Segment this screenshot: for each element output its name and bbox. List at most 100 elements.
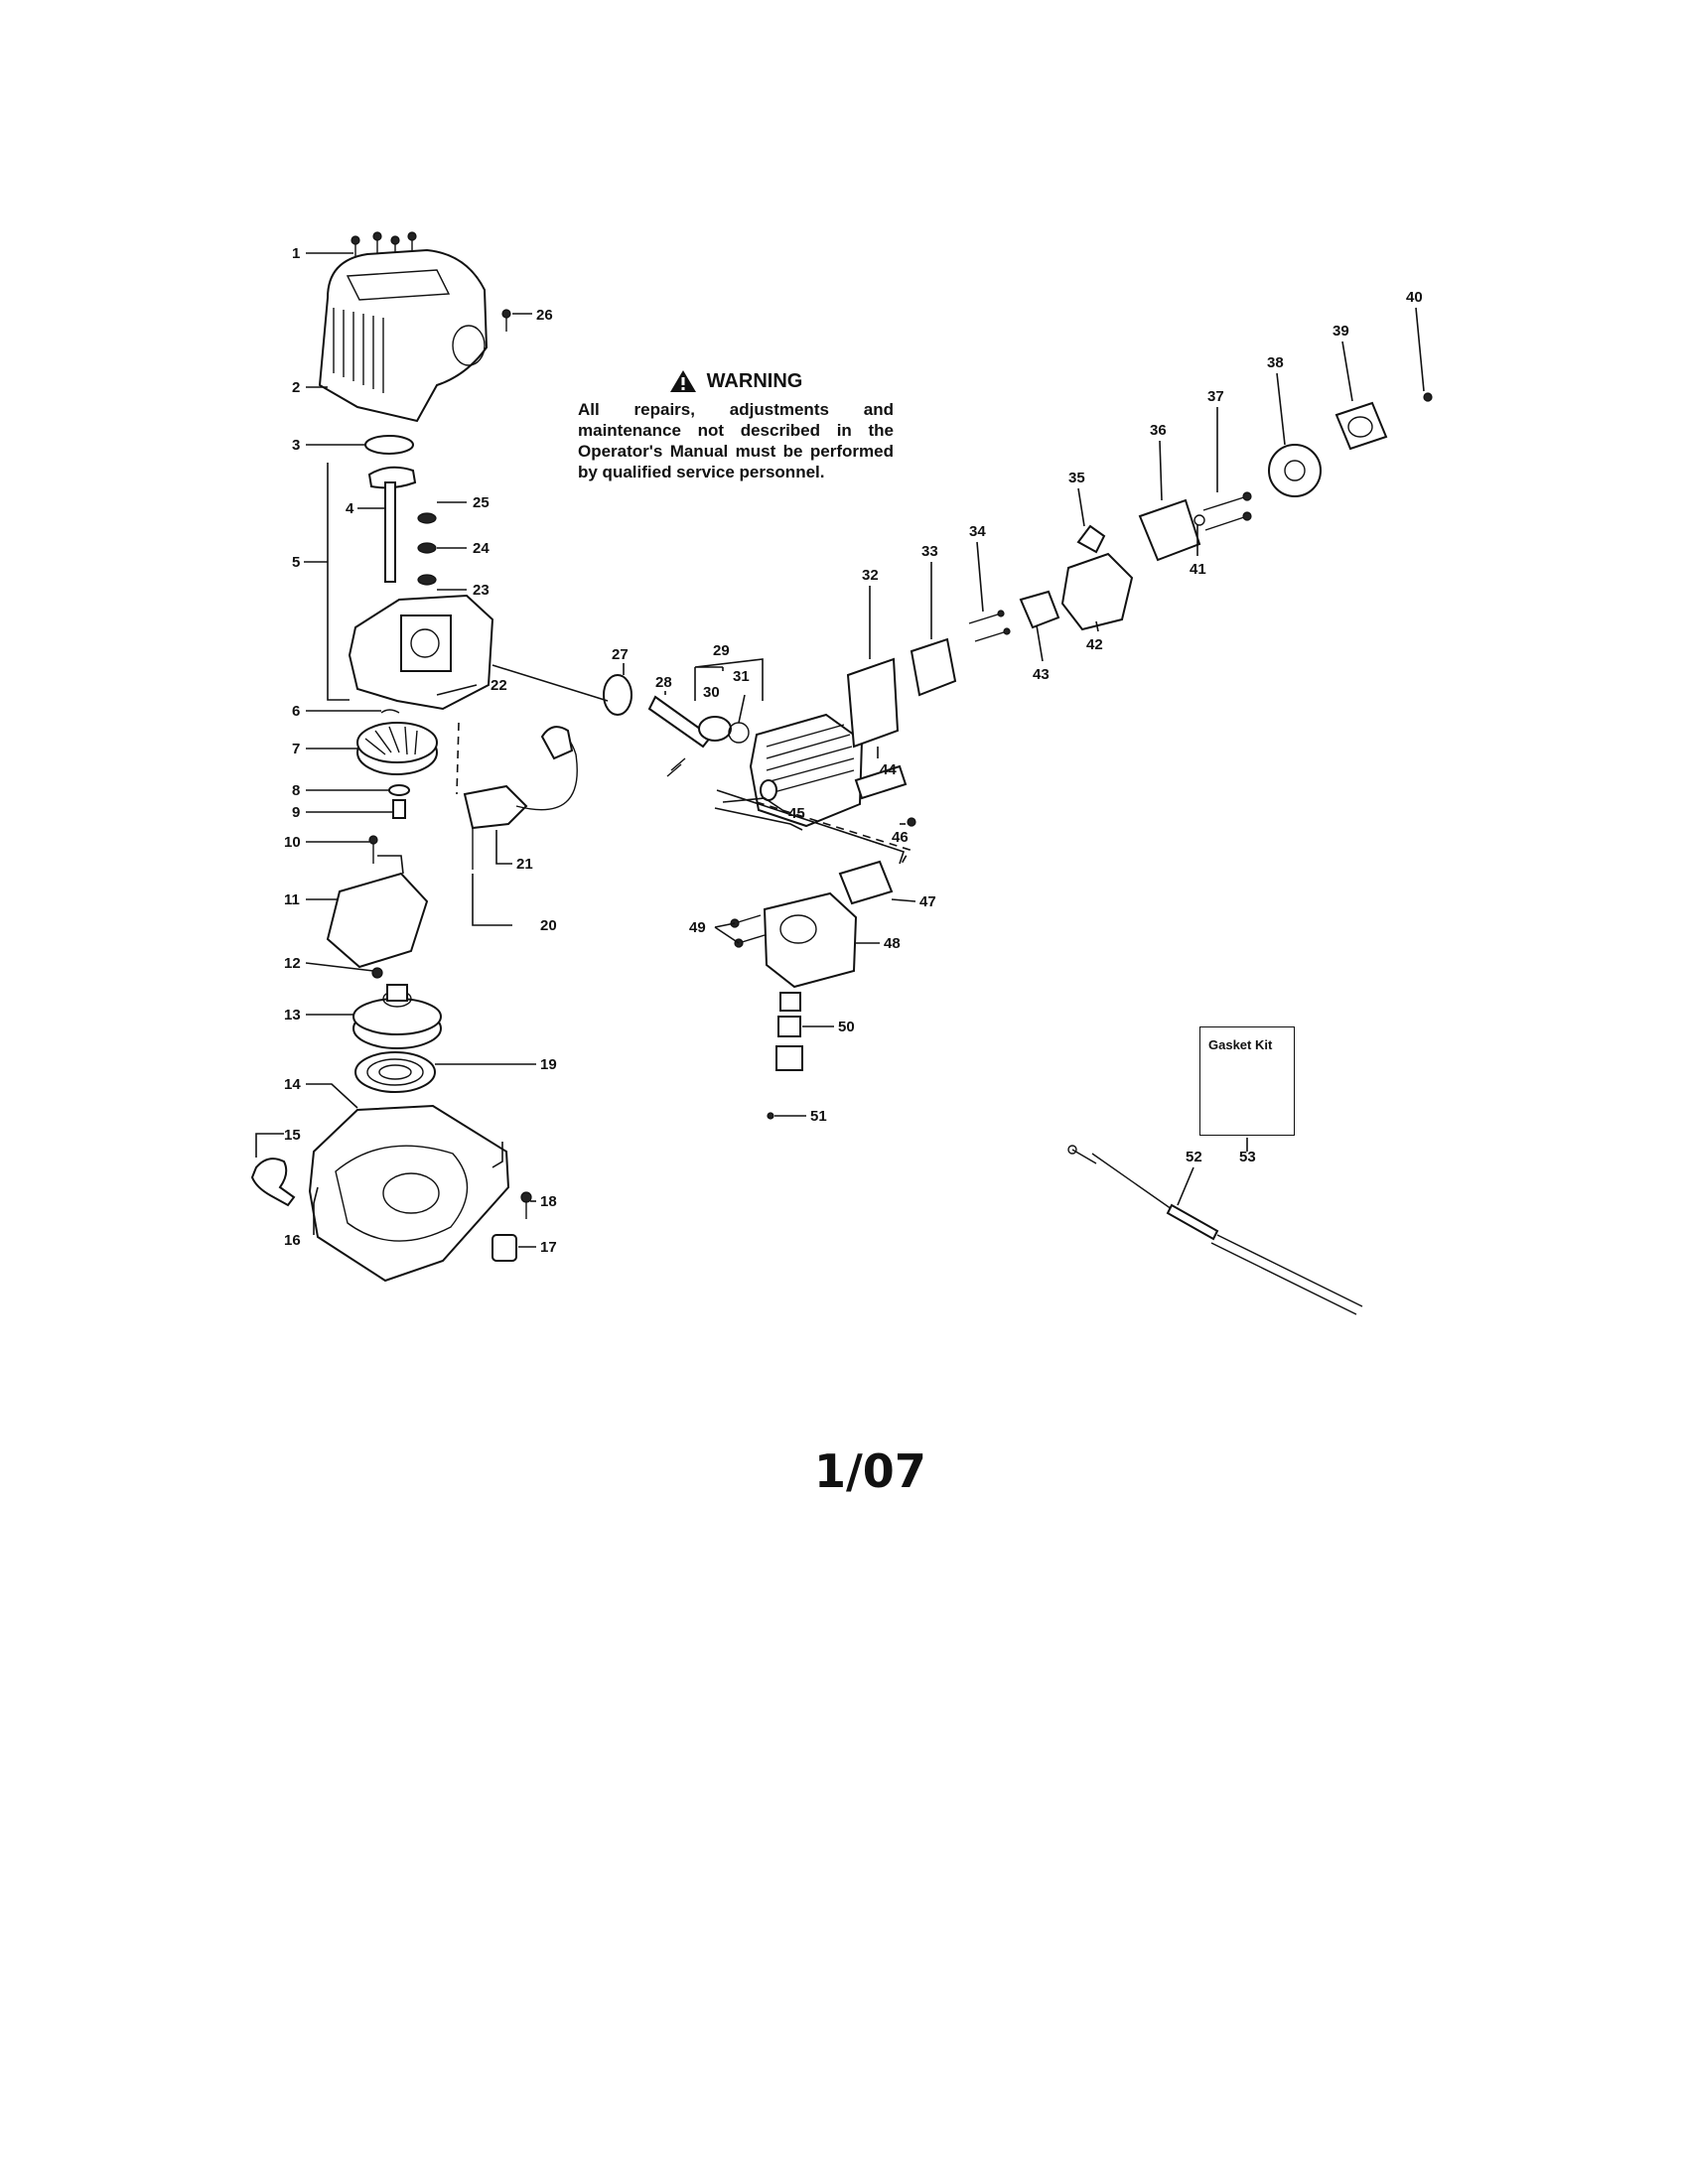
part-cylinder bbox=[749, 713, 864, 828]
callout-23: 23 bbox=[473, 582, 490, 599]
part-muffler-gasket bbox=[838, 860, 894, 905]
callout-labels: 1 2 3 4 5 6 7 8 9 10 11 12 13 14 15 16 1… bbox=[284, 245, 1423, 1256]
callout-41: 41 bbox=[1190, 561, 1206, 578]
part-gasket-27 bbox=[603, 674, 632, 716]
callout-18: 18 bbox=[540, 1193, 557, 1210]
callout-29: 29 bbox=[713, 642, 730, 659]
part-muffler bbox=[763, 891, 858, 989]
part-gasket-plate bbox=[326, 872, 429, 969]
leader-lines bbox=[255, 252, 1425, 1248]
callout-16: 16 bbox=[284, 1232, 301, 1249]
part-clip bbox=[380, 709, 400, 714]
part-small-washers bbox=[417, 512, 437, 586]
callout-45: 45 bbox=[788, 805, 805, 822]
warning-heading: WARNING bbox=[578, 369, 894, 393]
callout-35: 35 bbox=[1068, 470, 1085, 486]
part-nut bbox=[388, 784, 410, 796]
callout-40: 40 bbox=[1406, 289, 1423, 306]
callout-26: 26 bbox=[536, 307, 553, 324]
part-piston-ring bbox=[728, 722, 750, 744]
callout-37: 37 bbox=[1207, 388, 1224, 405]
warning-triangle-icon bbox=[669, 370, 696, 392]
part-connecting-rod bbox=[647, 695, 713, 749]
callout-36: 36 bbox=[1150, 422, 1167, 439]
callout-4: 4 bbox=[346, 500, 354, 517]
callout-49: 49 bbox=[689, 919, 706, 936]
callout-6: 6 bbox=[292, 703, 300, 720]
part-pin bbox=[666, 757, 686, 777]
callout-11: 11 bbox=[284, 891, 300, 908]
callout-34: 34 bbox=[969, 523, 986, 540]
part-shaft bbox=[367, 466, 417, 583]
warning-notice: WARNING All repairs, adjustments and mai… bbox=[578, 369, 894, 482]
part-screw-12 bbox=[371, 967, 383, 979]
callout-32: 32 bbox=[862, 567, 879, 584]
part-flywheel bbox=[356, 722, 438, 775]
callout-25: 25 bbox=[473, 494, 490, 511]
part-spark-arrestor bbox=[775, 992, 803, 1071]
part-intake-gasket bbox=[846, 657, 900, 749]
part-muffler-screws bbox=[730, 914, 766, 948]
part-pulley bbox=[352, 984, 442, 1049]
callout-19: 19 bbox=[540, 1056, 557, 1073]
part-piston bbox=[698, 716, 732, 742]
part-carburetor bbox=[1060, 552, 1134, 631]
callout-10: 10 bbox=[284, 834, 301, 851]
callout-20: 20 bbox=[540, 917, 557, 934]
part-screw-40 bbox=[1423, 392, 1433, 402]
callout-46: 46 bbox=[892, 829, 909, 846]
callout-1: 1 bbox=[292, 245, 300, 262]
part-spark-plug bbox=[854, 764, 908, 800]
part-air-filter bbox=[1268, 444, 1322, 497]
callout-12: 12 bbox=[284, 955, 301, 972]
callout-51: 51 bbox=[810, 1108, 827, 1125]
part-insulator-block bbox=[910, 637, 957, 697]
part-ignition-module bbox=[463, 726, 578, 870]
part-screw-10 bbox=[368, 835, 378, 864]
part-air-filter-base bbox=[1138, 498, 1201, 562]
callout-3: 3 bbox=[292, 437, 300, 454]
part-screw-46 bbox=[907, 817, 916, 827]
callout-13: 13 bbox=[284, 1007, 301, 1024]
part-screws-37 bbox=[1193, 491, 1252, 531]
part-gasket-ring bbox=[364, 435, 414, 455]
part-grommet bbox=[491, 1234, 517, 1262]
part-pull-handle bbox=[250, 1158, 296, 1207]
part-spring bbox=[354, 1051, 436, 1093]
callout-7: 7 bbox=[292, 741, 300, 757]
callout-28: 28 bbox=[655, 674, 672, 691]
callout-31: 31 bbox=[733, 668, 750, 685]
part-spacer bbox=[392, 799, 406, 819]
callout-39: 39 bbox=[1333, 323, 1349, 340]
gasket-kit-label: Gasket Kit bbox=[1208, 1037, 1273, 1052]
callout-24: 24 bbox=[473, 540, 490, 557]
callout-52: 52 bbox=[1186, 1149, 1202, 1165]
part-screw-26 bbox=[501, 309, 532, 332]
part-throttle-cable bbox=[1067, 1145, 1363, 1315]
callout-5: 5 bbox=[292, 554, 300, 571]
part-screw-51 bbox=[767, 1112, 774, 1120]
callout-21: 21 bbox=[516, 856, 533, 873]
callout-43: 43 bbox=[1033, 666, 1050, 683]
callout-53: 53 bbox=[1239, 1149, 1256, 1165]
warning-title: WARNING bbox=[706, 369, 803, 392]
callout-50: 50 bbox=[838, 1019, 855, 1035]
callout-8: 8 bbox=[292, 782, 300, 799]
part-crankcase bbox=[348, 594, 494, 711]
callout-27: 27 bbox=[612, 646, 629, 663]
callout-14: 14 bbox=[284, 1076, 301, 1093]
part-primer bbox=[1076, 524, 1106, 554]
callout-38: 38 bbox=[1267, 354, 1284, 371]
gasket-kit-box: Gasket Kit bbox=[1199, 1026, 1295, 1136]
callout-47: 47 bbox=[919, 893, 936, 910]
part-starter-housing bbox=[308, 1104, 510, 1283]
callout-48: 48 bbox=[884, 935, 901, 952]
callout-22: 22 bbox=[491, 677, 507, 694]
part-carb-gasket bbox=[1019, 590, 1060, 629]
callout-15: 15 bbox=[284, 1127, 301, 1144]
part-engine-cover bbox=[318, 248, 489, 423]
page-number: 1/07 bbox=[814, 1444, 926, 1498]
callout-2: 2 bbox=[292, 379, 300, 396]
part-screw-18 bbox=[520, 1191, 532, 1219]
